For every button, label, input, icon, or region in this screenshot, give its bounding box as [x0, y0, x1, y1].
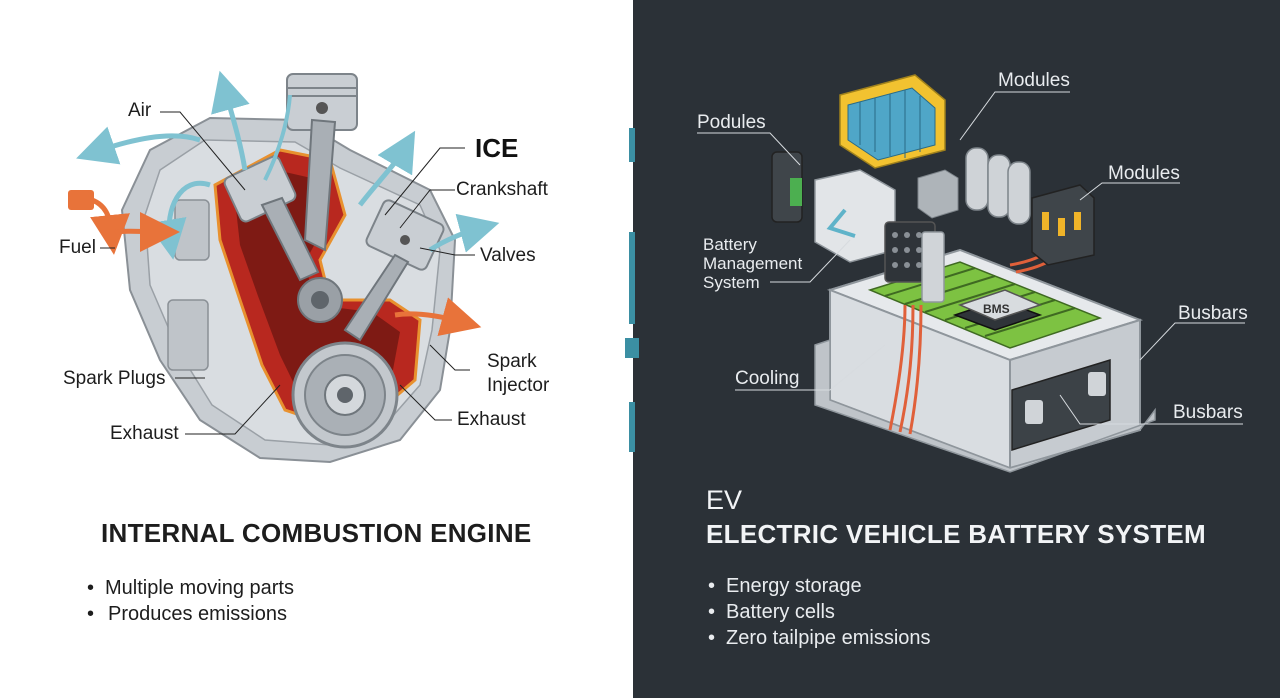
- ev-title: ELECTRIC VEHICLE BATTERY SYSTEM: [706, 519, 1206, 549]
- ice-bullet-list: Multiple moving parts Produces emissions: [85, 575, 294, 627]
- ev-bullet-item: Zero tailpipe emissions: [706, 625, 931, 651]
- ice-bullet-item: Multiple moving parts: [85, 575, 294, 601]
- piston-top: [286, 73, 358, 252]
- divider-accent: [629, 402, 635, 452]
- ev-bullet-item: Battery cells: [706, 599, 931, 625]
- label-battery-management-system: Battery Management System: [703, 235, 803, 292]
- label-fuel: Fuel: [59, 237, 96, 258]
- label-spark-plugs: Spark Plugs: [63, 368, 166, 389]
- ice-tag: ICE: [475, 133, 519, 163]
- label-spark-injector: Spark Injector: [487, 351, 550, 396]
- battery-module-right: [1031, 184, 1095, 266]
- label-exhaust-left: Exhaust: [110, 423, 179, 444]
- label-busbars-bottom: Busbars: [1173, 402, 1243, 423]
- ev-tag: EV: [706, 485, 743, 515]
- battery-module-top: [839, 74, 946, 169]
- label-air: Air: [128, 100, 152, 121]
- battery-illustration: [771, 74, 1156, 473]
- pulley-wheel: [291, 341, 399, 449]
- ev-leader-lines: [697, 91, 1245, 425]
- label-crankshaft: Crankshaft: [456, 179, 548, 200]
- ev-bullet-item: Energy storage: [706, 573, 931, 599]
- label-valves: Valves: [480, 245, 536, 266]
- ev-bullet-list: Energy storage Battery cells Zero tailpi…: [706, 573, 931, 651]
- cylindrical-cells: [965, 147, 1031, 225]
- label-exhaust-right: Exhaust: [457, 409, 526, 430]
- label-cooling: Cooling: [735, 368, 800, 389]
- ice-leader-lines: [100, 111, 475, 435]
- ice-bullet-item: Produces emissions: [85, 601, 294, 627]
- ice-title: INTERNAL COMBUSTION ENGINE: [101, 518, 532, 548]
- engine-illustration: [68, 70, 500, 464]
- bms-chip-label: BMS: [983, 302, 1010, 316]
- divider-accent: [629, 232, 635, 324]
- piston-left: [223, 155, 320, 282]
- divider-accent: [629, 128, 635, 162]
- label-podules: Podules: [697, 112, 766, 133]
- label-modules-top: Modules: [998, 70, 1070, 91]
- label-busbars-top: Busbars: [1178, 303, 1248, 324]
- label-modules-right: Modules: [1108, 163, 1180, 184]
- divider-accent: [625, 338, 639, 358]
